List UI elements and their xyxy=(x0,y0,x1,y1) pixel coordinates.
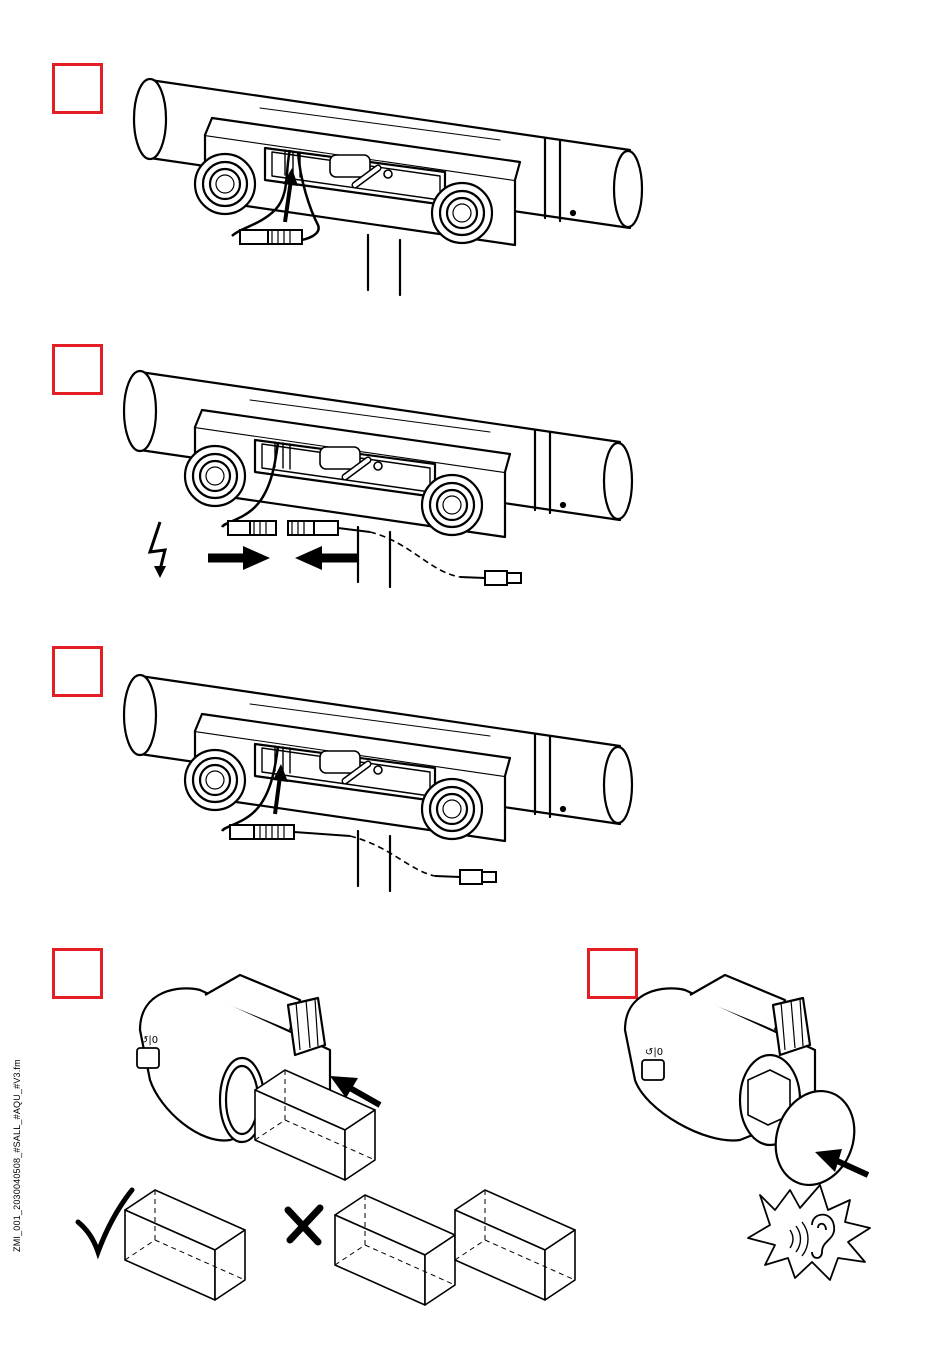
cross-icon xyxy=(288,1208,320,1242)
correct-block xyxy=(125,1190,245,1300)
wrong-block-1 xyxy=(335,1195,455,1305)
lightning-icon xyxy=(150,522,166,578)
battery-block xyxy=(255,1070,375,1180)
file-label: ZMI_001_2030040508_#SALL_#AQU_#V3.fm xyxy=(12,1062,22,1252)
arrow-icon xyxy=(208,546,358,570)
step-1-illustration xyxy=(134,79,642,295)
wrong-block-2 xyxy=(455,1190,575,1300)
svg-text:↺|0: ↺|0 xyxy=(140,1035,158,1046)
step-2-illustration xyxy=(124,371,632,587)
step-3-illustration xyxy=(124,675,632,891)
checkmark-icon xyxy=(78,1190,132,1252)
svg-text:↺|0: ↺|0 xyxy=(645,1047,663,1058)
ear-sound-icon xyxy=(748,1185,870,1280)
